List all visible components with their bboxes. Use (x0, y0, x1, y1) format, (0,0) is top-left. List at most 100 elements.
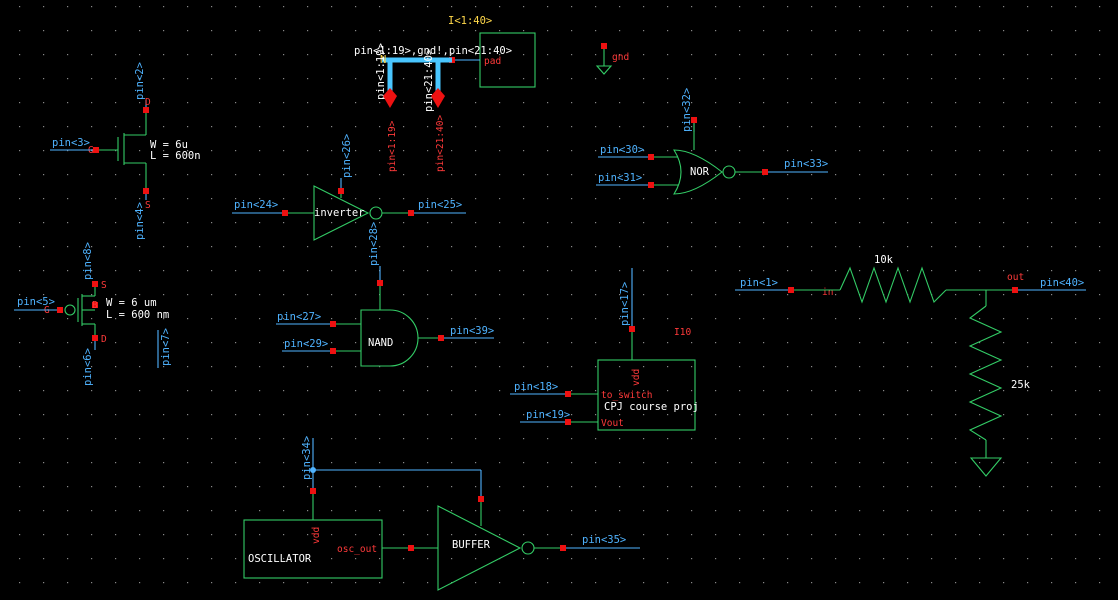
pin-marker (92, 302, 98, 308)
svg-text:Vout: Vout (601, 418, 624, 429)
cpj-body (597, 359, 696, 431)
net-label: pin<27> (277, 311, 321, 323)
width-param: W = 6 um (106, 297, 157, 309)
oscillator-buffer-block[interactable]: pin<34> vdd osc_out OSCILLATOR BUFFER pi… (243, 436, 640, 591)
block-label: BUFFER (452, 539, 491, 551)
svg-text:vdd: vdd (311, 527, 322, 544)
ground-icon (969, 457, 1003, 477)
gnd-label: gnd (612, 52, 629, 63)
pin-marker (310, 488, 316, 494)
pin-marker (377, 280, 383, 286)
net-label: pin<33> (784, 158, 828, 170)
bus-left-label: pin<1:19> (375, 43, 387, 100)
svg-text:D: D (145, 97, 151, 108)
net-label: pin<1> (740, 277, 778, 289)
buffer-triangle-icon (437, 505, 522, 591)
svg-text:S: S (145, 200, 151, 211)
pin-marker (762, 169, 768, 175)
pin-marker (93, 147, 99, 153)
inverter-gate[interactable]: pin<26> inverter pin<24> pin<25> (232, 134, 466, 241)
pin-marker (788, 287, 794, 293)
resistor-value: 10k (874, 254, 894, 266)
pin-marker (330, 321, 336, 327)
nor-body-icon (672, 149, 723, 195)
resistor-25k-icon (968, 305, 1003, 441)
net-label: pin<19> (526, 409, 570, 421)
bus-net[interactable]: pin<1:19>,gnd!,pin<21:40> N pin<1:19> pi… (354, 43, 512, 172)
width-param: W = 6u (150, 139, 188, 151)
svg-text:osc_out: osc_out (337, 544, 377, 555)
junction-dot (310, 467, 316, 473)
pin-marker (691, 117, 697, 123)
pad-pin-label: pad (484, 56, 501, 67)
pin-marker (629, 326, 635, 332)
svg-text:B: B (92, 300, 98, 311)
bus-pin-left-icon[interactable] (383, 88, 397, 108)
net-label: pin<18> (514, 381, 558, 393)
svg-text:to_switch: to_switch (601, 390, 652, 401)
length-param: L = 600n (150, 150, 201, 162)
nor-gate[interactable]: pin<32> NOR pin<30> pin<31> pin<33> (596, 88, 828, 195)
net-label: pin<26> (341, 134, 353, 178)
pin-marker (330, 348, 336, 354)
nmos-transistor[interactable]: pin<2> D G pin<3> W = 6u L = 600n S pin<… (50, 62, 201, 240)
pin-marker (92, 281, 98, 287)
net-label: pin<24> (234, 199, 278, 211)
pin-marker (282, 210, 288, 216)
net-label: pin<30> (600, 144, 644, 156)
net-label: pin<6> (82, 348, 94, 386)
pin-marker (565, 419, 571, 425)
nand-gate[interactable]: pin<28> NAND pin<27> pin<29> pin<39> (276, 222, 494, 367)
pin-marker (565, 391, 571, 397)
gnd-symbol[interactable]: gnd (595, 43, 629, 75)
bubble-icon (64, 304, 76, 316)
svg-text:in: in (822, 287, 833, 298)
pin-marker (438, 335, 444, 341)
pmos-transistor[interactable]: pin<8> S B G pin<5> W = 6 um L = 600 nm … (14, 242, 172, 386)
net-label: pin<40> (1040, 277, 1084, 289)
cpj-course-proj-block[interactable]: pin<17> I10 vdd to_switch CPJ course pro… (510, 268, 699, 431)
pin-marker (478, 496, 484, 502)
svg-text:D: D (101, 334, 107, 345)
svg-text:vdd: vdd (631, 369, 642, 386)
net-label: pin<29> (284, 338, 328, 350)
pin-marker (648, 182, 654, 188)
pin-marker (1012, 287, 1018, 293)
pin-marker (143, 107, 149, 113)
net-label: pin<28> (368, 222, 380, 266)
oscillator-body (243, 519, 383, 579)
net-label: pin<8> (82, 242, 94, 280)
instance-name: I10 (674, 327, 691, 338)
net-label: pin<34> (301, 436, 313, 480)
pin-marker (57, 307, 63, 313)
pin-marker (408, 545, 414, 551)
net-label: pin<39> (450, 325, 494, 337)
pin-marker (648, 154, 654, 160)
svg-text:out: out (1007, 272, 1024, 283)
resistor-10k-icon (839, 266, 947, 304)
resistor-divider[interactable]: pin<1> in 10k out pin<40> 25k (735, 254, 1086, 477)
pin-marker (143, 188, 149, 194)
nand-body-icon (360, 309, 419, 367)
length-param: L = 600 nm (106, 309, 169, 321)
pin-marker (601, 43, 607, 49)
bus-label: pin<1:19>,gnd!,pin<21:40> (354, 45, 512, 57)
block-label: CPJ course proj (604, 401, 699, 413)
instance-name: I<1:40> (448, 15, 492, 27)
pin-marker (560, 545, 566, 551)
pin-marker (92, 335, 98, 341)
net-label: pin<7> (160, 328, 172, 366)
ground-icon (595, 65, 613, 75)
pad-instance[interactable]: I<1:40> pad (448, 15, 536, 88)
svg-text:S: S (101, 280, 107, 291)
net-label: pin<2> (134, 62, 146, 100)
bus-right-label: pin<21:40> (423, 49, 435, 112)
net-label: pin<3> (52, 137, 90, 149)
block-label: OSCILLATOR (248, 553, 312, 565)
gate-label: NAND (368, 337, 393, 349)
bus-pin-right-icon[interactable] (431, 88, 445, 108)
resistor-value: 25k (1011, 379, 1031, 391)
net-label: pin<17> (619, 282, 631, 326)
pin-marker (338, 188, 344, 194)
